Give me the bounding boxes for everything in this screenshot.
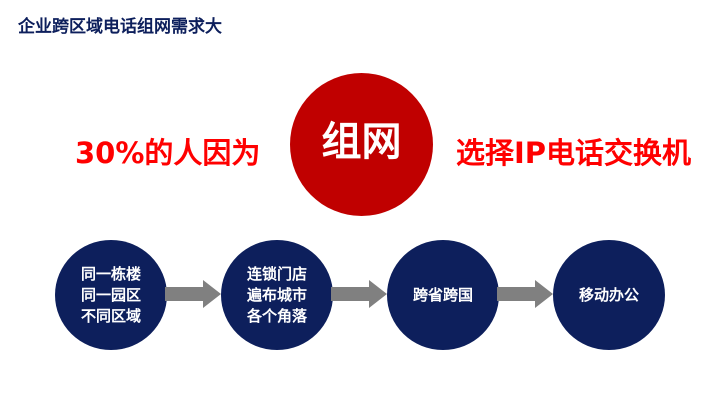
node-line: 同一栋楼 [80, 264, 141, 283]
arrow-right-icon [497, 280, 553, 308]
flow-node-1: 同一栋楼 同一园区 不同区域 [55, 240, 167, 350]
node-line: 同一园区 [80, 285, 141, 304]
node-line: 遍布城市 [246, 285, 307, 304]
node-line: 移动办公 [578, 285, 639, 304]
arrow-right-icon [165, 280, 221, 308]
node-line: 连锁门店 [246, 264, 307, 283]
slide-title: 企业跨区域电话组网需求大 [18, 17, 222, 37]
right-text: 选择IP电话交换机 [456, 136, 692, 170]
flow-node-3: 跨省跨国 [387, 240, 499, 350]
arrow-right-icon [331, 280, 387, 308]
node-line: 各个角落 [246, 306, 307, 325]
flow-node-4: 移动办公 [553, 240, 665, 350]
node-line: 跨省跨国 [412, 285, 473, 304]
node-line: 不同区域 [80, 306, 141, 325]
left-text: 30%的人因为 [75, 136, 261, 170]
flow-node-2: 连锁门店 遍布城市 各个角落 [221, 240, 333, 350]
center-circle: 组网 [290, 73, 433, 216]
center-circle-label: 组网 [321, 118, 402, 165]
